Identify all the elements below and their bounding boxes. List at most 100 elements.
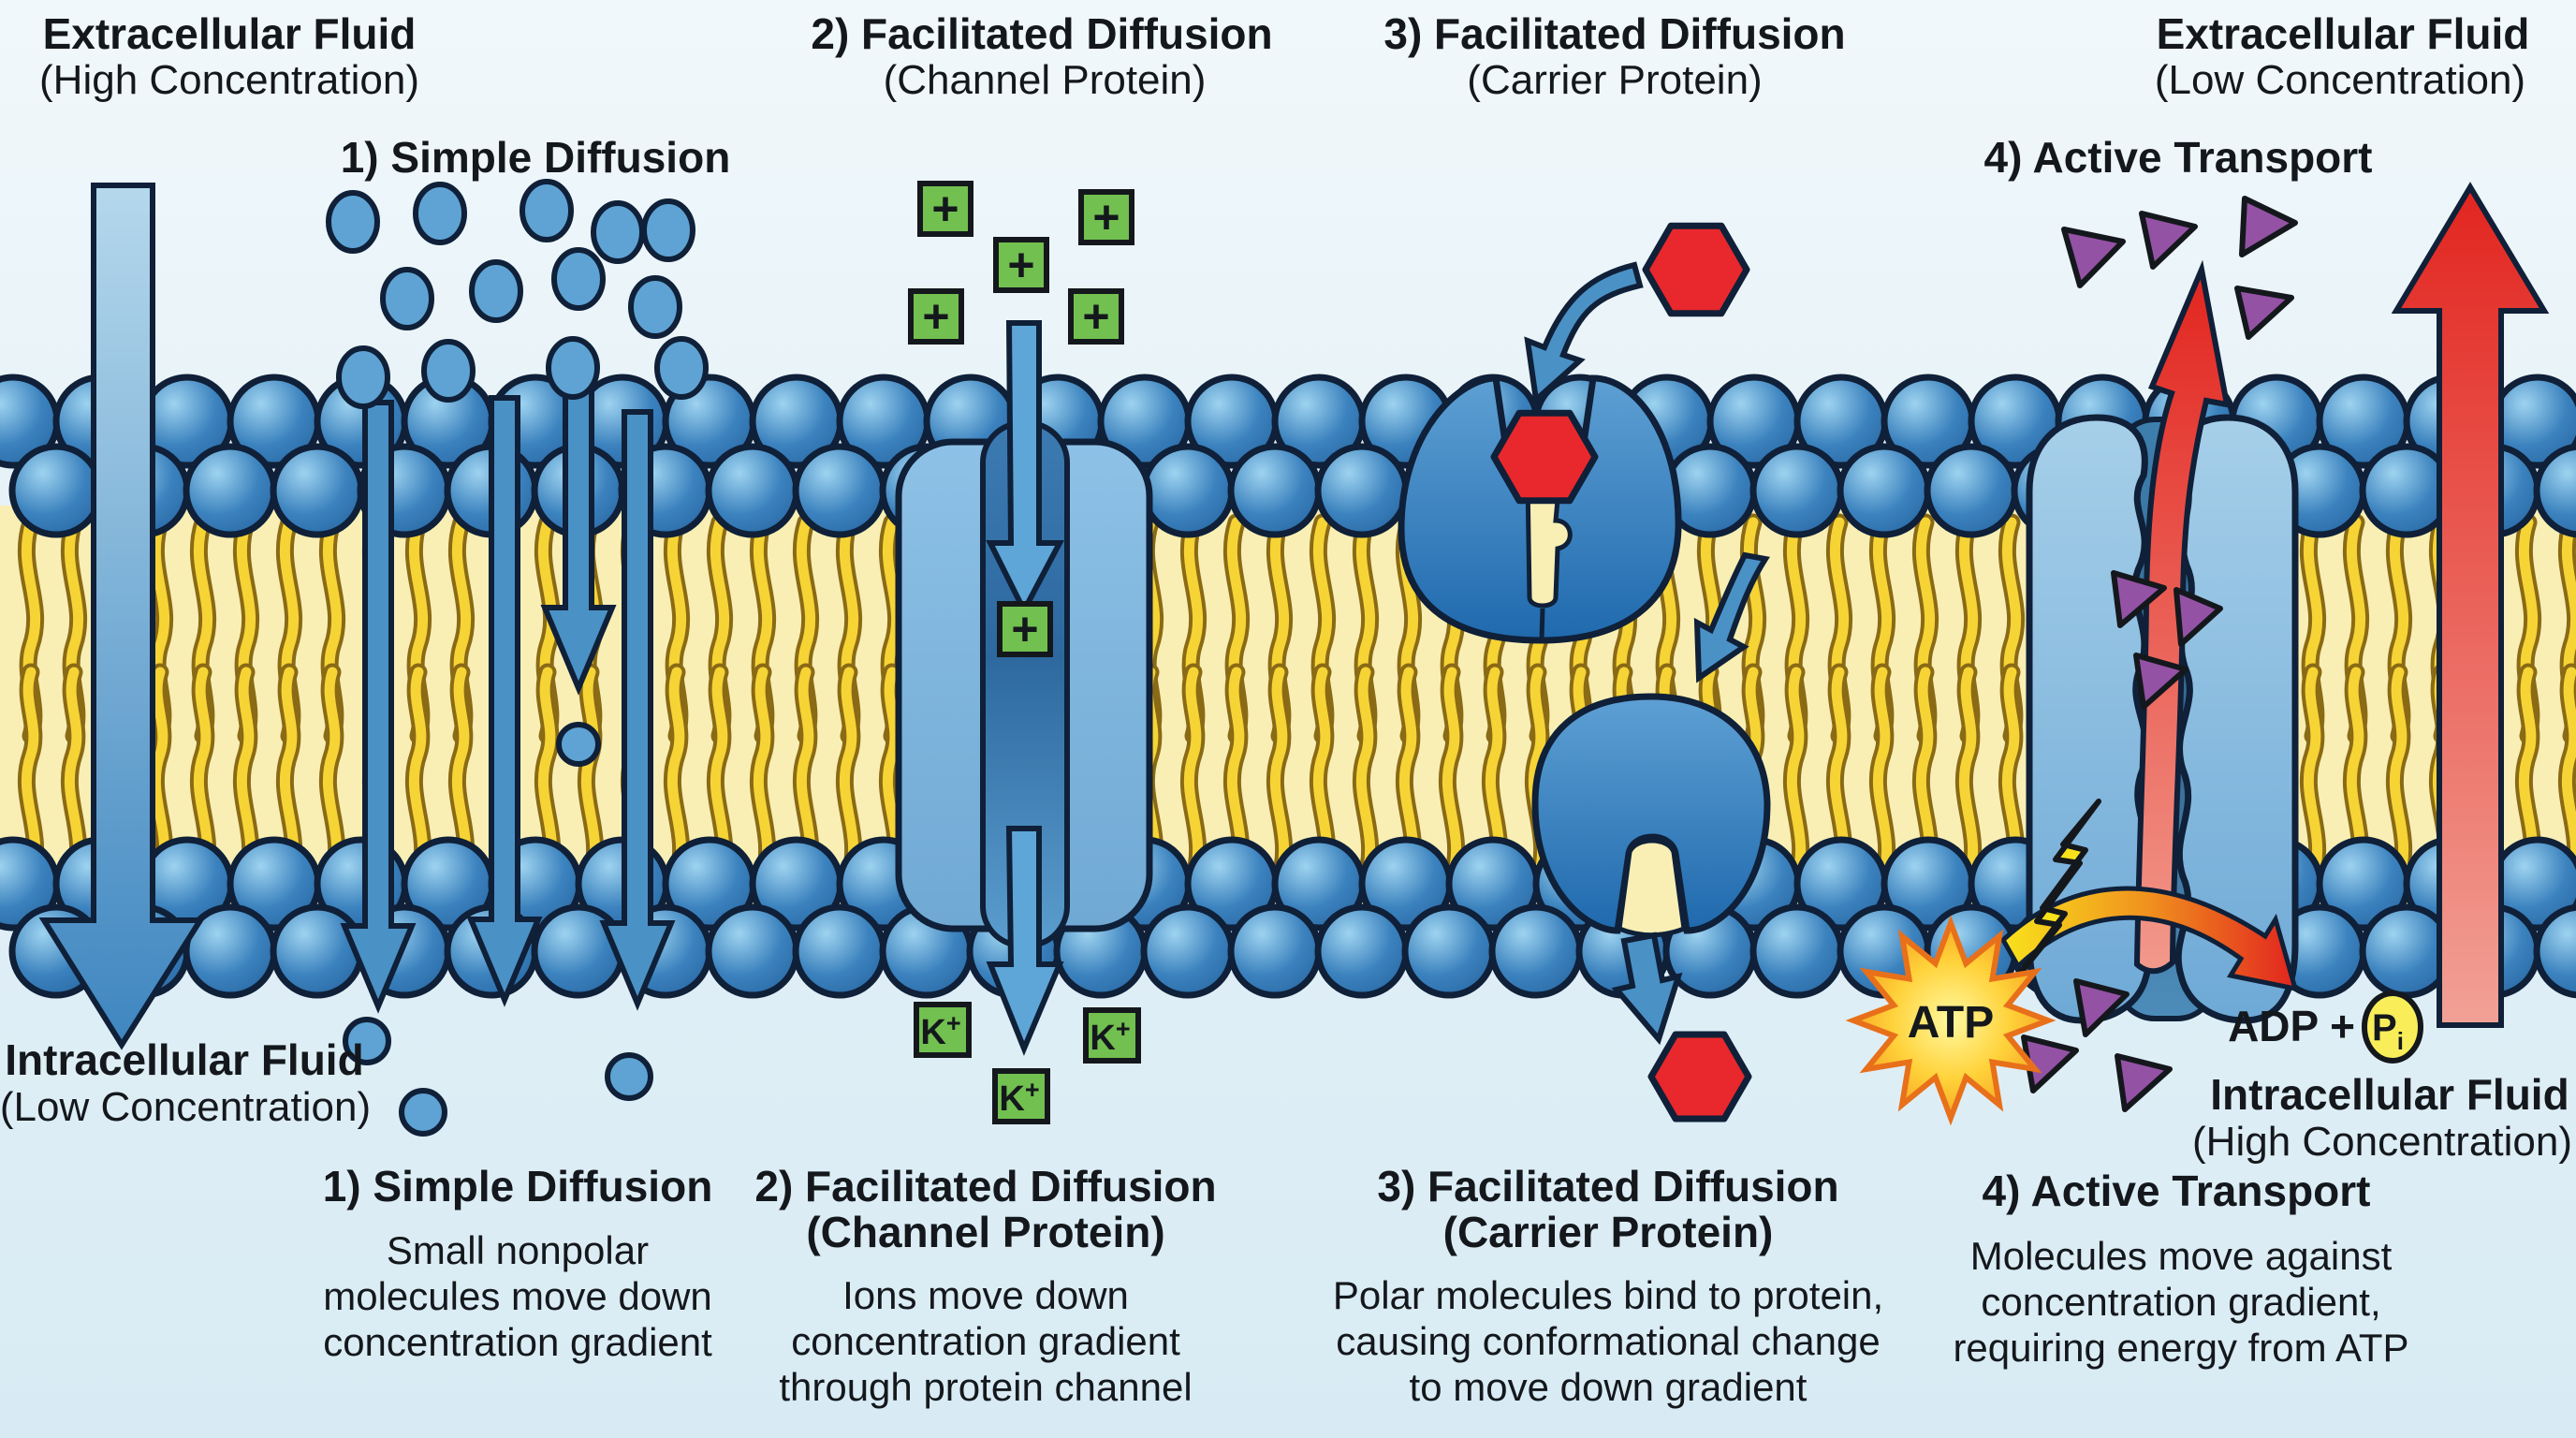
triangle-molecule-icon	[2234, 286, 2294, 340]
simple-diffusion-gradient-arrow	[38, 183, 206, 1050]
cation-symbol: +	[1007, 239, 1034, 291]
cation-symbol: +	[1082, 290, 1109, 343]
nonpolar-molecule-dots	[326, 179, 709, 1137]
desc2-line1: Ions move down	[842, 1273, 1129, 1317]
intracellular-right-subtitle: (High Concentration)	[2192, 1119, 2572, 1165]
polar-molecule-hexagon-icon	[1642, 222, 1750, 317]
desc1-line2: molecules move down	[323, 1274, 712, 1318]
triangle-molecule-icon	[2133, 653, 2188, 710]
lipid-head	[1924, 443, 2019, 538]
cation-square-icon	[997, 601, 1053, 657]
potassium-square-icon	[914, 1002, 972, 1058]
lipid-head	[1314, 903, 1410, 999]
carrier-protein	[1398, 374, 1771, 938]
cation-symbol: +	[1092, 191, 1120, 243]
carrier-cleft	[1539, 608, 1545, 641]
intracellular-left-subtitle: (Low Concentration)	[0, 1084, 371, 1130]
phosphate-subscript: i	[2397, 1027, 2404, 1055]
carrier-binding-pocket	[1525, 477, 1573, 609]
lipid-head	[1227, 443, 1323, 538]
lipid-head	[1227, 903, 1323, 999]
molecule-dot	[520, 179, 574, 242]
atp-starburst-icon	[1845, 915, 2056, 1126]
lipid-head	[1837, 443, 1932, 538]
transported-molecule-triangles	[2021, 196, 2298, 1112]
extracellular-right-subtitle: (Low Concentration)	[2155, 57, 2525, 103]
lipid-head	[270, 443, 365, 538]
triangle-molecule-icon	[2139, 211, 2198, 270]
potassium-square-icon	[1083, 1007, 1141, 1064]
lipid-head	[792, 903, 887, 999]
channel-entry-arrow	[986, 320, 1064, 617]
potassium-square-icon	[992, 1068, 1050, 1124]
active-transport-top-label: 4) Active Transport	[1984, 133, 2373, 182]
triangle-molecule-icon	[2174, 587, 2223, 647]
extracellular-left-subtitle: (High Concentration)	[39, 57, 419, 103]
polar-molecule-hexagons	[1490, 222, 1752, 1123]
carrier-release-pocket	[1617, 838, 1687, 938]
molecule-dot	[546, 336, 600, 400]
transport-arrows	[38, 182, 2550, 1056]
active-transport-gradient-arrow	[2391, 182, 2550, 1028]
diagram-labels: Extracellular Fluid (High Concentration)…	[0, 9, 2572, 1409]
atp-star	[1845, 915, 2056, 1126]
desc2-heading: 2) Facilitated Diffusion	[754, 1162, 1216, 1211]
potassium-symbol: K+	[999, 1076, 1039, 1119]
atp-energy-arrow	[1999, 886, 2299, 992]
desc2-line2: concentration gradient	[791, 1319, 1180, 1363]
desc1-line1: Small nonpolar	[387, 1228, 649, 1272]
molecule-dot	[343, 1017, 391, 1065]
simple-diffusion-top-label: 1) Simple Diffusion	[341, 133, 731, 182]
carrier-release-arrow	[1611, 932, 1683, 1046]
cation-square-icon	[1068, 288, 1124, 345]
molecule-dot	[336, 345, 390, 409]
desc3-sub: (Carrier Protein)	[1443, 1208, 1774, 1256]
molecule-dot	[421, 339, 476, 403]
lipid-head	[1488, 903, 1584, 999]
carrier-flip-arrow	[1693, 551, 1770, 683]
simple-diffusion-arrows	[340, 372, 676, 1014]
desc3-line2: causing conformational change	[1336, 1319, 1880, 1363]
lipid-head	[1140, 903, 1236, 999]
desc4-heading: 4) Active Transport	[1983, 1167, 2371, 1215]
lipid-head	[2533, 903, 2576, 999]
molecule-dot	[380, 267, 434, 330]
lipid-head	[270, 903, 365, 999]
carrier-diffusion-top-sub: (Carrier Protein)	[1467, 57, 1762, 103]
lipid-head	[1749, 443, 1845, 538]
cation-symbol: +	[1011, 603, 1038, 655]
svg-text:Pi: Pi	[2372, 1007, 2404, 1055]
cation-symbol: +	[922, 290, 949, 343]
simple-diffusion-arrow	[340, 400, 417, 1014]
intracellular-left-title: Intracellular Fluid	[5, 1035, 363, 1084]
polar-molecule-hexagon-icon	[1647, 1031, 1752, 1123]
extracellular-left-title: Extracellular Fluid	[43, 9, 417, 58]
molecule-dot	[326, 190, 380, 254]
molecule-dot	[551, 247, 606, 311]
triangle-molecule-icon	[2115, 1053, 2173, 1112]
carrier-protein-open-bottom	[1531, 693, 1771, 934]
molecule-dot	[469, 259, 523, 323]
desc4-line3: requiring energy from ATP	[1953, 1326, 2408, 1370]
adp-label: ADP +	[2228, 1002, 2355, 1050]
lipid-head	[2533, 443, 2576, 538]
molecule-dot	[556, 722, 601, 767]
molecule-dot	[654, 336, 709, 400]
desc2-line3: through protein channel	[779, 1365, 1192, 1409]
cation-square-icon	[993, 237, 1049, 293]
desc4-line1: Molecules move against	[1970, 1234, 2393, 1278]
cation-square-icon	[908, 288, 964, 345]
simple-diffusion-arrow	[466, 395, 543, 1007]
desc1-heading: 1) Simple Diffusion	[323, 1162, 713, 1211]
molecule-dot	[605, 1052, 653, 1101]
potassium-symbol: K+	[1090, 1015, 1130, 1058]
phosphate-icon: Pi	[2362, 990, 2423, 1064]
lipid-head	[792, 443, 887, 538]
molecules: ++++++K+K+K+ ATP ADP + Pi	[326, 179, 2423, 1137]
lipid-head	[1140, 443, 1236, 538]
lipid-head	[183, 443, 278, 538]
desc3-line3: to move down gradient	[1410, 1365, 1808, 1409]
extracellular-right-title: Extracellular Fluid	[2157, 9, 2530, 58]
lipid-head	[1749, 903, 1845, 999]
